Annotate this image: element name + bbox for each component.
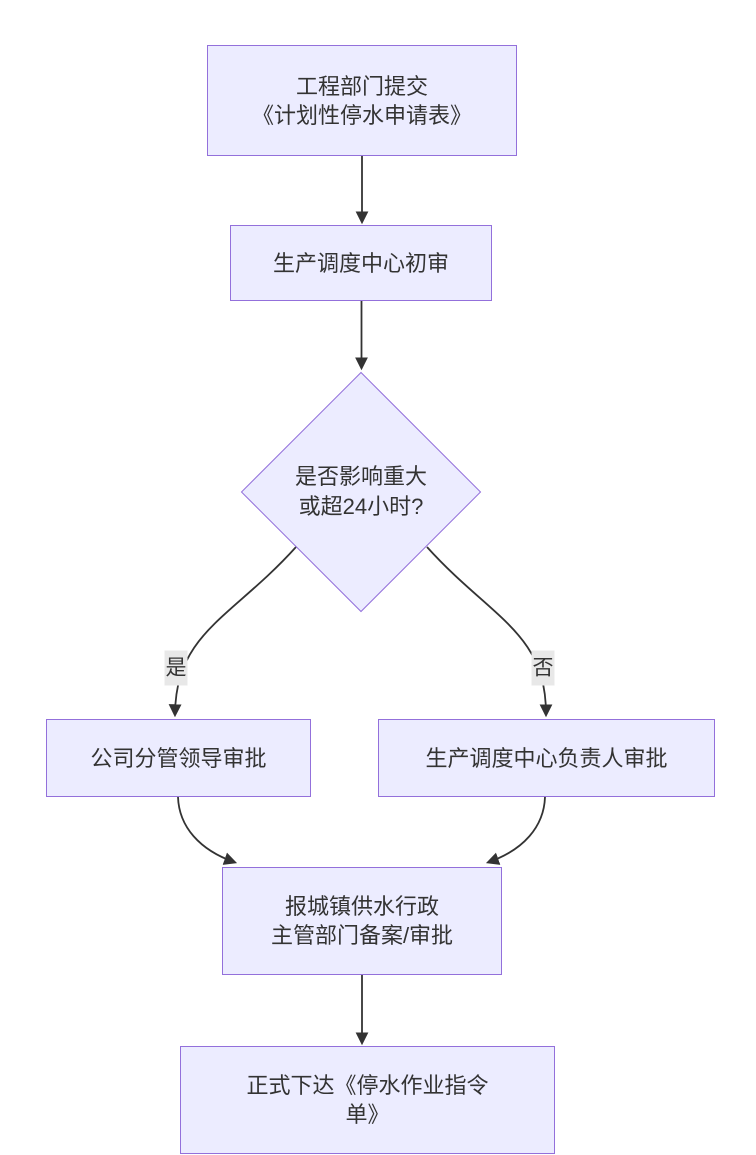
node-dispatch-center-head-approval: 生产调度中心负责人审批: [378, 719, 715, 797]
edge-label-yes: 是: [164, 650, 188, 686]
node-text: 正式下达《停水作业指令: [246, 1073, 489, 1098]
node-dispatch-center-initial-review: 生产调度中心初审: [230, 225, 492, 301]
node-text: 或超24小时?: [298, 494, 424, 519]
node-text: 工程部门提交: [295, 73, 428, 99]
decision-major-impact-or-over-24h: 是否影响重大 或超24小时?: [240, 371, 482, 613]
node-submit-application: 工程部门提交 《计划性停水申请表》: [207, 45, 517, 156]
node-text: 单》: [345, 1102, 390, 1127]
node-company-leader-approval: 公司分管领导审批: [46, 719, 311, 797]
edge-decision-no: [426, 546, 553, 718]
node-text: 是否影响重大: [294, 464, 427, 489]
edge-dispatchhead-to-report: [485, 796, 546, 865]
node-issue-shutdown-order: 正式下达《停水作业指令 单》: [180, 1046, 555, 1154]
node-text: 生产调度中心负责人审批: [425, 745, 668, 771]
edge-label-no: 否: [531, 650, 555, 686]
node-text: 报城镇供水行政: [284, 894, 439, 919]
node-text: 主管部门备案/审批: [270, 923, 454, 948]
node-text: 生产调度中心初审: [272, 250, 449, 276]
node-text: 《计划性停水申请表》: [251, 102, 472, 128]
node-text: 公司分管领导审批: [90, 745, 267, 771]
edge-leader-to-report: [177, 796, 238, 865]
node-report-to-water-authority: 报城镇供水行政 主管部门备案/审批: [222, 867, 502, 975]
decision-text: 是否影响重大 或超24小时?: [295, 462, 427, 522]
edge-decision-yes: [168, 546, 297, 718]
